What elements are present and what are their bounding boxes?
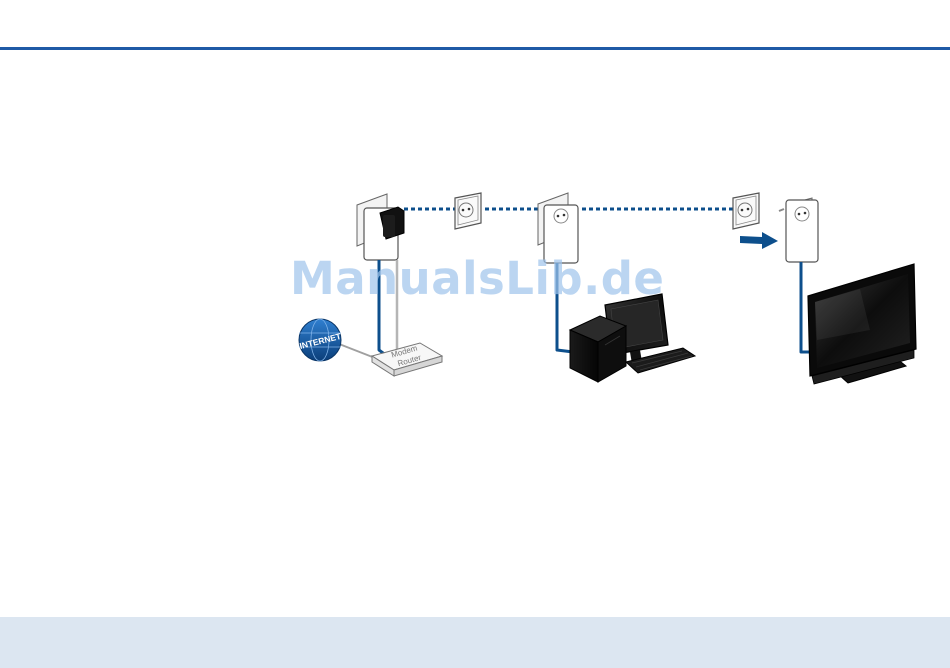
powerline-adapter-icon xyxy=(357,194,404,260)
plug-in-arrow-icon xyxy=(740,232,778,249)
television-icon xyxy=(808,264,916,384)
wall-socket-icon xyxy=(733,193,759,229)
watermark: ManualsLib.de xyxy=(290,252,664,305)
desktop-computer-icon xyxy=(570,294,695,382)
footer-band xyxy=(0,617,950,668)
internet-globe-icon: INTERNET xyxy=(298,319,342,361)
wall-socket-icon xyxy=(455,193,481,229)
modem-router-icon: Modem Router xyxy=(372,343,442,376)
powerline-adapter-icon xyxy=(779,198,818,262)
